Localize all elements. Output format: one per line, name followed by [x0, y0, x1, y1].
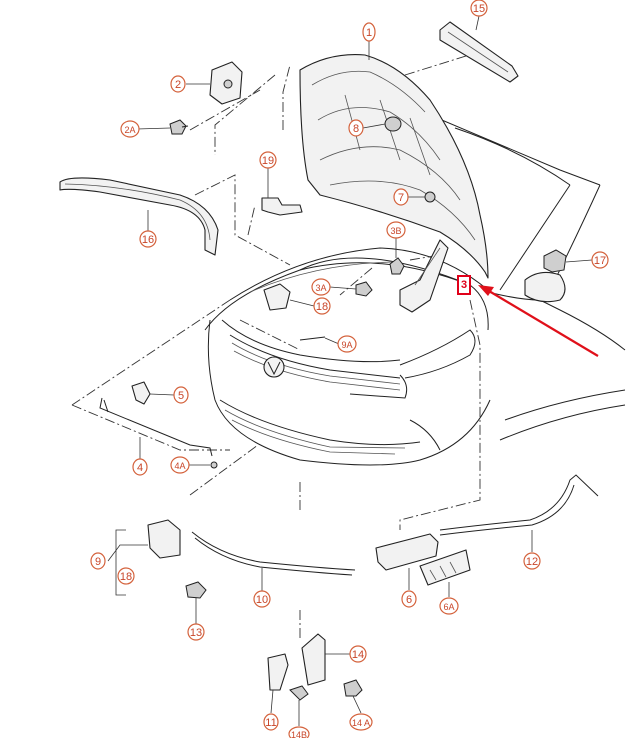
callout-14: 14 — [349, 645, 367, 663]
callout-5: 5 — [173, 386, 189, 404]
svg-text:8: 8 — [353, 123, 359, 135]
svg-text:6A: 6A — [443, 602, 454, 612]
callout-6a: 6A — [439, 597, 459, 615]
callout-17: 17 — [591, 251, 609, 269]
callout-14a: 14 A — [349, 713, 373, 731]
part-2a-screw — [169, 119, 187, 135]
hood-panel — [299, 54, 489, 279]
svg-text:14: 14 — [352, 649, 364, 661]
part-4-rod — [99, 397, 213, 457]
svg-text:14 A: 14 A — [352, 718, 370, 728]
callout-15: 15 — [470, 0, 488, 17]
part-14-bracket — [301, 633, 326, 686]
svg-text:10: 10 — [256, 594, 268, 606]
part-17-grommet — [543, 249, 567, 273]
svg-text:18: 18 — [316, 301, 328, 313]
svg-text:11: 11 — [265, 717, 276, 729]
callout-6: 6 — [401, 590, 417, 608]
callout-4a: 4A — [170, 456, 190, 474]
part-16-seal — [59, 177, 219, 256]
svg-text:13: 13 — [190, 627, 202, 639]
part-4a-nut — [210, 461, 218, 469]
part-9-lock — [147, 519, 181, 559]
svg-text:15: 15 — [473, 3, 485, 15]
callout-13: 13 — [187, 623, 205, 641]
svg-text:7: 7 — [398, 192, 404, 204]
svg-text:9: 9 — [95, 556, 101, 568]
leader-lines — [107, 15, 593, 726]
part-19-bracket — [261, 197, 303, 216]
svg-text:3: 3 — [461, 279, 467, 291]
svg-text:1: 1 — [366, 27, 372, 39]
callout-9: 9 — [90, 552, 106, 570]
highlight-pointer — [478, 285, 599, 357]
svg-text:14B: 14B — [291, 730, 307, 738]
svg-text:12: 12 — [526, 556, 538, 568]
callout-10: 10 — [253, 590, 271, 608]
part-6-handle — [375, 533, 439, 571]
callout-1: 1 — [362, 22, 376, 42]
part-11-lever — [267, 653, 289, 691]
callout-2a: 2A — [120, 120, 140, 138]
svg-text:4A: 4A — [174, 461, 185, 471]
callout-12: 12 — [523, 552, 541, 570]
callout-3a: 3A — [311, 278, 331, 296]
svg-text:17: 17 — [594, 255, 606, 267]
callout-2: 2 — [170, 75, 186, 93]
callout-8: 8 — [348, 119, 364, 137]
callout-11: 11 — [263, 713, 279, 731]
parts — [59, 21, 599, 701]
svg-text:5: 5 — [178, 390, 184, 402]
part-3b-nut — [389, 257, 405, 275]
svg-text:9A: 9A — [341, 340, 352, 350]
car-body-illustration — [204, 114, 626, 466]
svg-text:3A: 3A — [315, 283, 326, 293]
callout-4: 4 — [132, 458, 148, 476]
callout-labels: 1 15 2 2A 8 19 7 16 3B 3A 18 9A 17 3 5 4… — [90, 0, 609, 738]
part-5-clip — [131, 381, 151, 405]
svg-text:18: 18 — [120, 571, 132, 583]
callout-3-highlighted: 3 — [457, 275, 471, 295]
svg-text:4: 4 — [137, 462, 143, 474]
svg-text:6: 6 — [406, 594, 412, 606]
part-7-buffer — [424, 191, 436, 203]
svg-text:16: 16 — [142, 234, 154, 246]
callout-7: 7 — [393, 188, 409, 206]
part-3a-screw — [355, 281, 373, 297]
part-9a-rod — [299, 336, 326, 341]
guide-lines — [71, 49, 486, 640]
svg-text:2: 2 — [175, 79, 181, 91]
svg-text:3B: 3B — [390, 226, 401, 236]
part-6a-cover — [419, 549, 471, 586]
callout-14b: 14B — [288, 726, 310, 738]
part-12-cable — [439, 474, 599, 531]
part-8-buffer — [384, 116, 402, 132]
callout-18-top: 18 — [313, 297, 331, 315]
part-14b-screw — [289, 685, 309, 701]
callout-18-bottom: 18 — [117, 567, 135, 585]
part-15-seal-strip — [439, 21, 519, 83]
callout-19: 19 — [259, 151, 277, 169]
part-13-bolt — [185, 581, 207, 599]
svg-text:2A: 2A — [124, 125, 135, 135]
callout-16: 16 — [139, 230, 157, 248]
svg-text:19: 19 — [262, 155, 274, 167]
part-14a-nut — [343, 679, 363, 697]
callout-9a: 9A — [337, 335, 357, 353]
callout-3b: 3B — [386, 221, 406, 239]
part-18-lock — [263, 283, 291, 311]
part-10-cable — [191, 531, 356, 571]
